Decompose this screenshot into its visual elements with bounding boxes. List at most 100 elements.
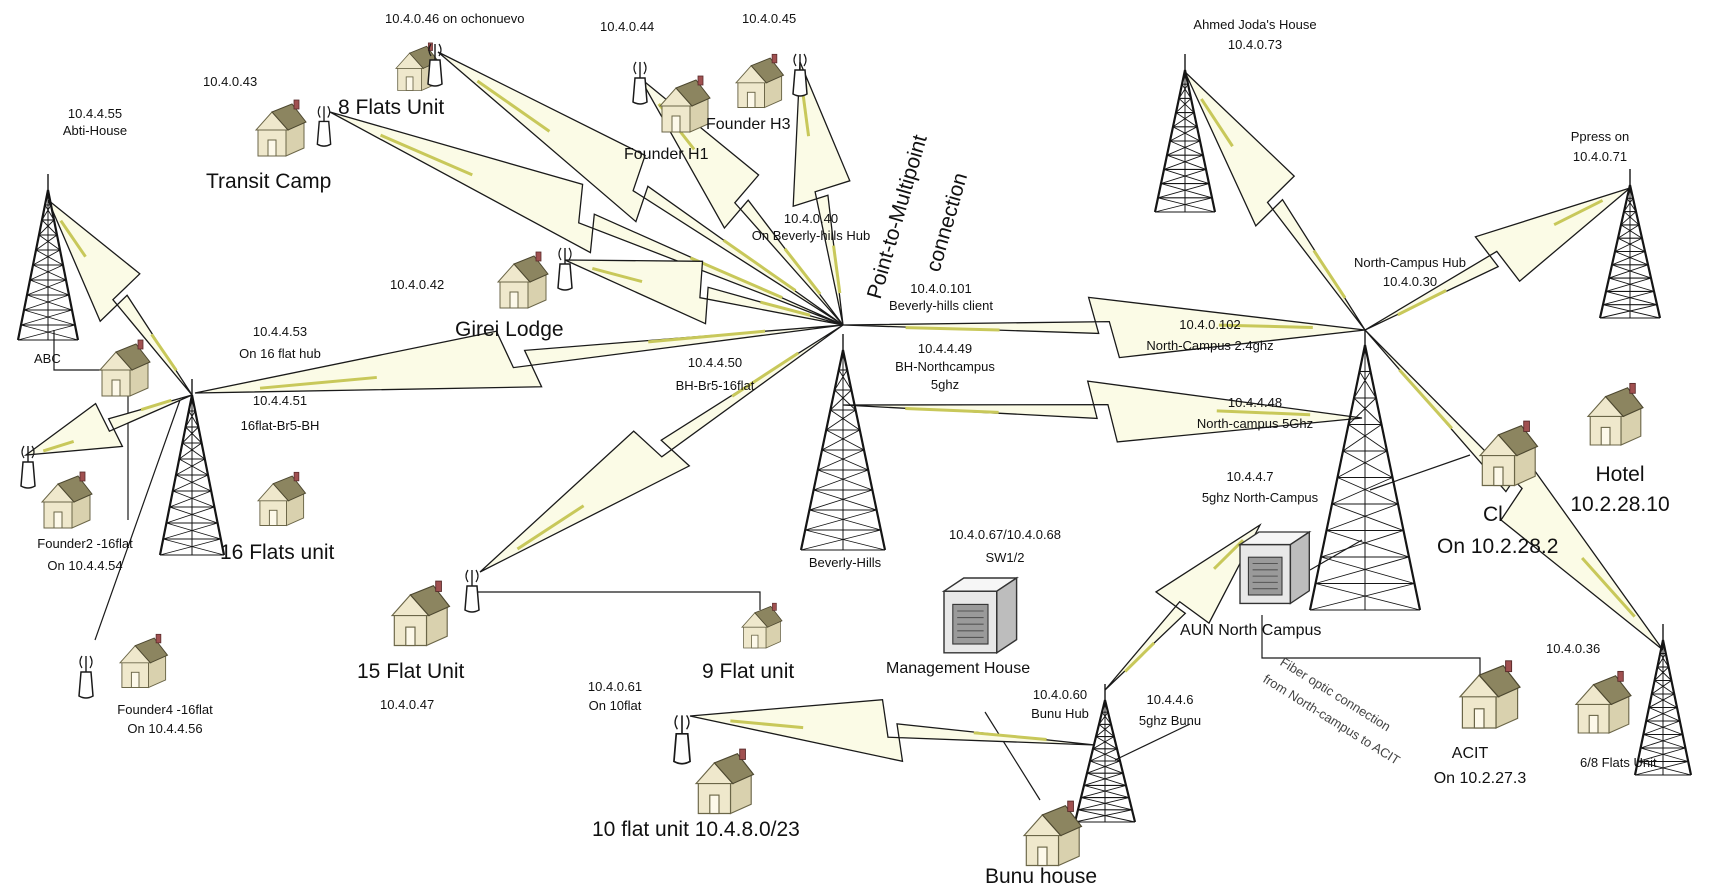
- nc-24ghz-label: North-Campus 2.4ghz: [1146, 338, 1274, 353]
- flat9-unit-label: 9 Flat unit: [702, 660, 795, 683]
- bh-north-label: BH-Northcampus: [895, 359, 995, 374]
- clinic-label: Cl: [1483, 503, 1503, 526]
- transit-camp-label: Transit Camp: [206, 170, 332, 193]
- founder4-ip: On 10.4.4.56: [127, 721, 203, 736]
- flat10-label: On 10flat: [588, 698, 642, 713]
- server-switch-icon: [941, 576, 1019, 655]
- bunu-house-label: Bunu house: [985, 865, 1098, 888]
- acit-ip: On 10.2.27.3: [1433, 770, 1527, 787]
- house-16flats-icon: [256, 471, 307, 527]
- house-transit-camp-icon: [254, 99, 307, 157]
- antenna-ochonuevo-icon: [427, 43, 443, 87]
- founder-h3-ip: 10.4.0.45: [742, 11, 797, 26]
- nc-5ghz-ip: 10.4.4.48: [1227, 395, 1283, 410]
- server-aun-north-campus-icon: [1237, 530, 1312, 605]
- tower-16flat-hub-icon: [158, 379, 226, 556]
- tower-ahmed-joda-icon: [1153, 54, 1217, 213]
- abti-house-ip: 10.4.4.55: [67, 106, 123, 121]
- house-founder-h1-icon: [658, 75, 711, 133]
- wire-nc-tower: [1309, 539, 1363, 571]
- aun-north-campus-label: AUN North Campus: [1180, 622, 1322, 639]
- founder2-label: Founder2 -16flat: [37, 536, 133, 551]
- nc-5ghz-label: North-campus 5Ghz: [1196, 416, 1314, 431]
- ppress-label: Ppress on: [1570, 129, 1630, 144]
- wire-15flat-9flat: [469, 591, 761, 610]
- clinic-ip: On 10.2.28.2: [1437, 535, 1559, 558]
- house-acit-icon: [1458, 660, 1521, 729]
- house-founder4-icon: [118, 633, 169, 689]
- wire-nc-cl: [1369, 454, 1471, 491]
- link-bh-16flat: [194, 324, 844, 394]
- link-bh-15flat: [479, 324, 844, 573]
- antenna-founder-h1-icon: [632, 61, 648, 105]
- house-girei-lodge-icon: [496, 251, 549, 309]
- house-15flat-icon: [390, 580, 451, 647]
- bh-client-ip: 10.4.0.101: [910, 281, 972, 296]
- house-hotel-icon: [1586, 382, 1644, 446]
- antenna-8flats-icon: [316, 105, 332, 147]
- nc-24ghz-ip: 10.4.0.102: [1179, 317, 1241, 332]
- link-nc-ppress: [1364, 187, 1631, 331]
- transit-camp-ip: 10.4.0.43: [203, 74, 258, 89]
- house-abc-icon: [98, 339, 151, 397]
- flat10-unit-label: 10 flat unit 10.4.8.0/23: [592, 818, 800, 841]
- bh-north-band: 5ghz: [930, 377, 960, 392]
- founder-h1-ip: 10.4.0.44: [600, 19, 655, 34]
- antenna-founder2-icon: [20, 445, 36, 489]
- house-bunu-icon: [1022, 800, 1083, 867]
- beverly-hills-label: Beverly-Hills: [808, 555, 882, 570]
- tower-ppress-icon: [1598, 169, 1662, 319]
- flats68-unit-label: 6/8 Flats Unit: [1580, 755, 1657, 770]
- nc-5ghz-b-ip: 10.4.4.7: [1226, 469, 1274, 484]
- tower-abti-icon: [16, 174, 80, 341]
- founder-h1-label: Founder H1: [624, 146, 709, 163]
- flats68-ip: 10.4.0.36: [1546, 641, 1601, 656]
- flat15-unit-label: 15 Flat Unit: [357, 660, 465, 683]
- abc-label: ABC: [34, 351, 61, 366]
- bh-hub-ip: 10.4.0.40: [783, 211, 839, 226]
- girei-lodge-ip: 10.4.0.42: [390, 277, 445, 292]
- tower-bunu-hub-icon: [1073, 684, 1137, 823]
- tower-beverly-hills-icon: [799, 334, 887, 551]
- nc-hub-ip: 10.4.0.30: [1382, 274, 1438, 289]
- ppress-ip: 10.4.0.71: [1572, 149, 1628, 164]
- bh-hub-label: On Beverly-hills Hub: [751, 228, 871, 243]
- ahmed-house-label: Ahmed Joda's House: [1193, 17, 1317, 32]
- bh-client-label: Beverly-hills client: [888, 298, 994, 313]
- management-house-label: Management House: [886, 660, 1031, 677]
- founder-h3-label: Founder H3: [706, 116, 791, 133]
- antenna-founder4-icon: [78, 655, 94, 699]
- br5-ip: 10.4.4.50: [687, 355, 743, 370]
- house-10flat-icon: [694, 748, 755, 815]
- antenna-10flat-icon: [673, 715, 691, 765]
- girei-lodge-label: Girei Lodge: [455, 318, 564, 341]
- flat10-ip: 10.4.0.61: [587, 679, 643, 694]
- antenna-15flat-icon: [464, 569, 480, 613]
- antenna-girei-icon: [557, 247, 573, 291]
- link-bh-founder-h3: [792, 61, 851, 326]
- acit-label: ACIT: [1451, 745, 1489, 762]
- switch-ip: 10.4.0.67/10.4.0.68: [948, 527, 1062, 542]
- link-bunu-northcampus: [1104, 523, 1262, 691]
- br5-label: BH-Br5-16flat: [675, 378, 755, 393]
- link-bh-ochonuevo: [437, 51, 844, 326]
- link-bh-northcampus-5: [842, 380, 1363, 443]
- bh-north-ip: 10.4.4.49: [917, 341, 973, 356]
- wire-bunu-ext: [1114, 723, 1191, 761]
- bunu-hub-ip: 10.4.0.60: [1032, 687, 1088, 702]
- house-9flat-icon: [741, 602, 783, 649]
- ahmed-house-ip: 10.4.0.73: [1227, 37, 1283, 52]
- link-nc-6-8flats: [1364, 329, 1664, 651]
- wire-abc: [53, 330, 112, 371]
- house-cl-icon: [1478, 420, 1539, 487]
- abti-house-label: Abti-House: [62, 123, 128, 138]
- flat16-br5-label: 16flat-Br5-BH: [240, 418, 320, 433]
- bunu-5g-ip: 10.4.4.6: [1146, 692, 1194, 707]
- wire-hub16-founder4: [94, 399, 181, 641]
- link-bunu-10flat: [689, 699, 1096, 763]
- house-founder-h3-icon: [734, 53, 785, 109]
- wire-mgmt-bunu: [984, 711, 1041, 801]
- bunu-5g-label: 5ghz Bunu: [1138, 713, 1202, 728]
- wire-aun-acit: [1261, 615, 1481, 690]
